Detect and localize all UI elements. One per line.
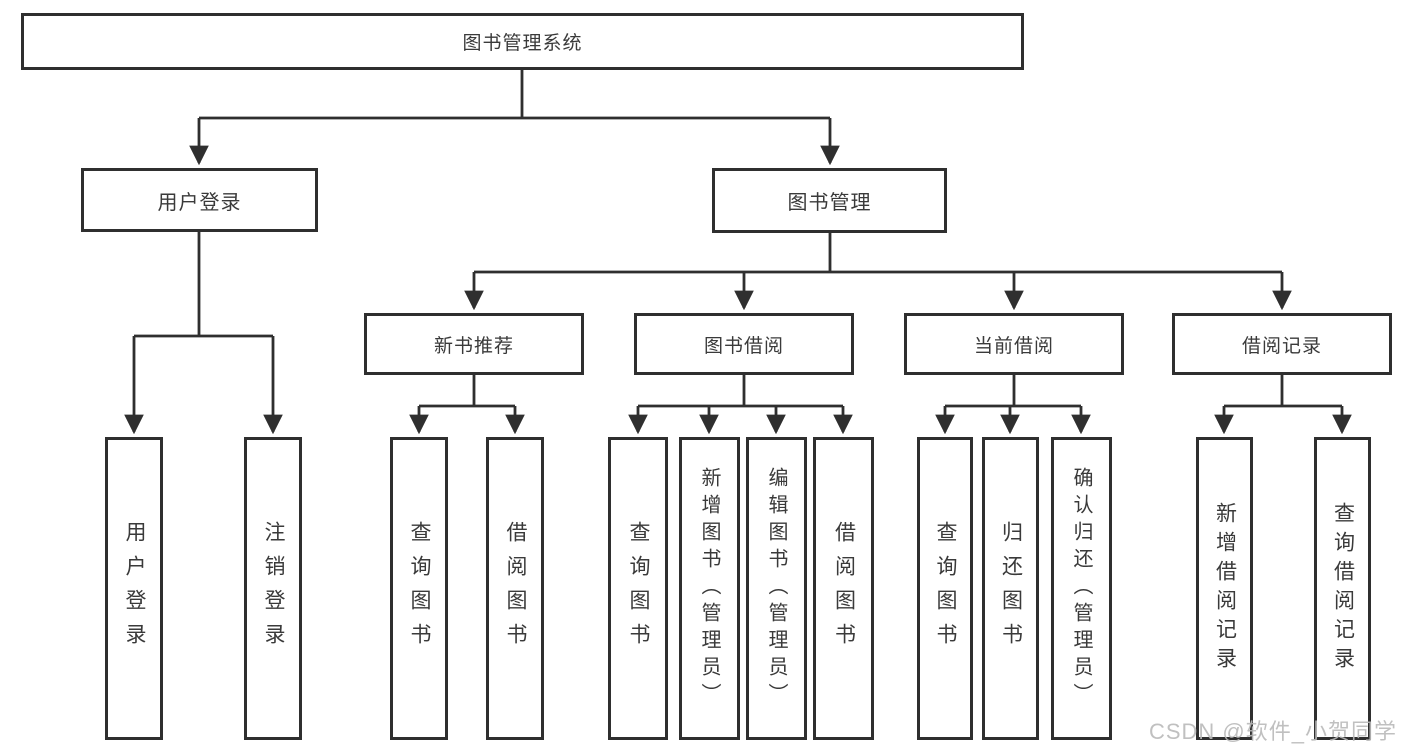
node-label: 当前借阅 bbox=[973, 335, 1054, 357]
leaf-logout: 注销登录 bbox=[244, 437, 302, 740]
leaf-label: 用户登录 bbox=[123, 520, 146, 657]
leaf-add-borrow-record: 新增借阅记录 bbox=[1196, 437, 1253, 740]
leaf-label: 新增借阅记录 bbox=[1213, 501, 1237, 676]
node-user-login-branch: 用户登录 bbox=[81, 168, 318, 232]
node-label: 新书推荐 bbox=[433, 335, 514, 357]
node-new-book-recommend: 新书推荐 bbox=[364, 313, 584, 375]
leaf-query-borrow-record: 查询借阅记录 bbox=[1314, 437, 1371, 740]
leaf-label: 新增图书（管理员） bbox=[698, 467, 720, 710]
leaf-label: 查询图书 bbox=[934, 520, 957, 657]
leaf-borrow-books-2: 借阅图书 bbox=[813, 437, 874, 740]
node-label: 图书借阅 bbox=[703, 335, 784, 357]
leaf-label: 借阅图书 bbox=[832, 520, 856, 657]
leaf-user-login: 用户登录 bbox=[105, 437, 163, 740]
leaf-return-books: 归还图书 bbox=[982, 437, 1039, 740]
leaf-add-book-admin: 新增图书（管理员） bbox=[679, 437, 740, 740]
node-label: 图书管理 bbox=[787, 192, 872, 214]
node-book-borrowing: 图书借阅 bbox=[634, 313, 854, 375]
node-label: 用户登录 bbox=[157, 191, 242, 214]
leaf-query-books-3: 查询图书 bbox=[917, 437, 973, 740]
leaf-label: 注销登录 bbox=[262, 520, 285, 657]
leaf-label: 查询图书 bbox=[408, 520, 431, 657]
leaf-label: 查询图书 bbox=[627, 520, 650, 657]
leaf-borrow-books-1: 借阅图书 bbox=[486, 437, 544, 740]
node-label: 图书管理系统 bbox=[462, 33, 583, 54]
leaf-query-books-2: 查询图书 bbox=[608, 437, 668, 740]
node-library-management-system: 图书管理系统 bbox=[21, 13, 1024, 70]
leaf-label: 编辑图书（管理员） bbox=[765, 467, 787, 710]
leaf-confirm-return-admin: 确认归还（管理员） bbox=[1051, 437, 1112, 740]
leaf-query-books-1: 查询图书 bbox=[390, 437, 448, 740]
leaf-label: 确认归还（管理员） bbox=[1070, 467, 1092, 710]
csdn-watermark: CSDN @软件_小贺同学 bbox=[1148, 719, 1397, 744]
node-current-borrowing: 当前借阅 bbox=[904, 313, 1124, 375]
node-label: 借阅记录 bbox=[1241, 335, 1322, 357]
leaf-edit-book-admin: 编辑图书（管理员） bbox=[746, 437, 807, 740]
leaf-label: 查询借阅记录 bbox=[1331, 501, 1355, 676]
leaf-label: 借阅图书 bbox=[504, 520, 527, 657]
node-borrowing-records: 借阅记录 bbox=[1172, 313, 1392, 375]
node-book-management-branch: 图书管理 bbox=[712, 168, 947, 233]
leaf-label: 归还图书 bbox=[999, 520, 1023, 657]
